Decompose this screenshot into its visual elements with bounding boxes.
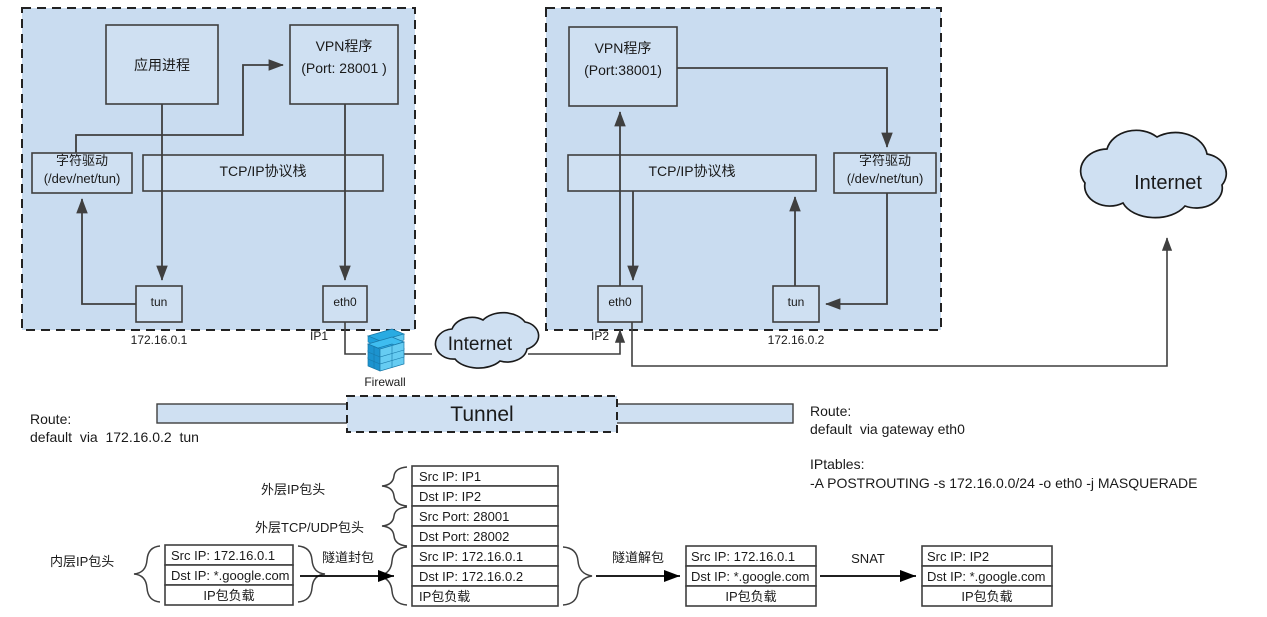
decap-arrow-label: 隧道解包 — [611, 550, 664, 565]
left-route-title: Route: — [30, 411, 72, 427]
brace-inner-ip-p1 — [133, 545, 161, 603]
packet3-row-2: IP包负载 — [725, 589, 777, 604]
right-vpn-label-2: (Port:38001) — [584, 62, 662, 78]
right-tcpip-label: TCP/IP协议栈 — [648, 163, 736, 179]
right-tun-box — [772, 285, 820, 323]
packet2-row-5: Dst IP: 172.16.0.2 — [419, 569, 524, 584]
packet-box-1 — [164, 544, 294, 606]
arrow-chardev-to-vpn — [75, 59, 284, 153]
packet4-row-1: Dst IP: *.google.com — [927, 569, 1046, 584]
packet3-row-0: Src IP: 172.16.0.1 — [691, 549, 796, 564]
left-route-rule: default via 172.16.0.2 tun — [30, 429, 199, 445]
packet2-row-0: Src IP: IP1 — [419, 469, 482, 484]
packet-box-4 — [921, 545, 1053, 607]
internet-cloud-middle — [434, 311, 540, 369]
wire-eth0-firewall — [344, 322, 366, 355]
right-eth0-label: eth0 — [608, 295, 632, 309]
right-tun-label: tun — [787, 295, 805, 309]
wire-internet-eth0b — [528, 329, 626, 355]
left-app-box — [105, 24, 219, 105]
left-vpn-label-2: (Port: 28001 ) — [301, 60, 387, 76]
tunnel-label: Tunnel — [450, 403, 514, 426]
iptables-rule: -A POSTROUTING -s 172.16.0.0/24 -o eth0 … — [810, 475, 1198, 491]
tunnel-bar-left — [156, 403, 351, 424]
packet3-row-1: Dst IP: *.google.com — [691, 569, 810, 584]
brace-outer-ip-p2 — [381, 466, 408, 507]
left-tcpip-box — [142, 154, 384, 192]
wire-eth0b-internet2 — [631, 237, 1173, 367]
firewall-label: Firewall — [364, 375, 406, 389]
tunnel-box — [346, 395, 618, 433]
right-route-title: Route: — [810, 403, 852, 419]
arrow-tun-to-chardev — [76, 198, 136, 305]
inner-ip-header-label: 内层IP包头 — [50, 554, 115, 569]
right-route-rule: default via gateway eth0 — [810, 421, 965, 437]
left-eth0-label: eth0 — [333, 295, 357, 309]
right-chardev-box — [833, 152, 937, 194]
right-eth0-box — [597, 285, 643, 323]
left-chardev-box — [31, 152, 133, 194]
right-chardev-label-2: (/dev/net/tun) — [846, 171, 924, 186]
iptables-title: IPtables: — [810, 456, 865, 472]
outer-tcp-udp-header-label: 外层TCP/UDP包头 — [255, 520, 365, 535]
left-tun-box — [135, 285, 183, 323]
outer-ip-header-label: 外层IP包头 — [261, 482, 326, 497]
packet-box-3 — [685, 545, 817, 607]
encap-arrow-label: 隧道封包 — [321, 550, 374, 565]
internet-middle-label: Internet — [447, 334, 513, 355]
left-vpn-box — [289, 24, 399, 105]
brace-right-p2 — [562, 546, 593, 606]
packet4-row-0: Src IP: IP2 — [927, 549, 990, 564]
internet-cloud-right — [1079, 129, 1228, 219]
packet2-row-1: Dst IP: IP2 — [419, 489, 482, 504]
left-chardev-label-2: (/dev/net/tun) — [43, 171, 121, 186]
packet4-row-2: IP包负载 — [961, 589, 1013, 604]
packet-box-2 — [411, 465, 559, 607]
tunnel-bar-right — [614, 403, 794, 424]
internet-right-label: Internet — [1134, 172, 1202, 194]
right-tcpip-box — [567, 154, 817, 192]
firewall-icon — [366, 328, 406, 372]
packet1-row-2: IP包负载 — [203, 588, 255, 603]
right-tun-ip-label: 172.16.0.2 — [767, 333, 825, 347]
left-chardev-label-1: 字符驱动 — [55, 153, 108, 168]
left-eth0-ip-label: IP1 — [309, 329, 328, 343]
brace-right-p1 — [297, 545, 326, 603]
right-chardev-label-1: 字符驱动 — [858, 153, 911, 168]
arrow-chardev-to-tun — [825, 193, 888, 310]
left-tun-ip-label: 172.16.0.1 — [130, 333, 188, 347]
packet1-row-0: Src IP: 172.16.0.1 — [171, 548, 276, 563]
left-tcpip-label: TCP/IP协议栈 — [219, 163, 307, 179]
right-vpn-label-1: VPN程序 — [594, 40, 652, 56]
packet2-row-3: Dst Port: 28002 — [419, 529, 510, 544]
right-vpn-box — [568, 26, 678, 107]
left-tun-label: tun — [150, 295, 168, 309]
packet2-row-6: IP包负载 — [419, 589, 471, 604]
left-app-label: 应用进程 — [134, 57, 190, 73]
brace-outer-tcp-p2 — [381, 506, 408, 547]
snat-arrow-label: SNAT — [851, 551, 885, 566]
packet2-row-4: Src IP: 172.16.0.1 — [419, 549, 524, 564]
left-vpn-label-1: VPN程序 — [315, 38, 373, 54]
packet1-row-1: Dst IP: *.google.com — [171, 568, 290, 583]
packet2-row-2: Src Port: 28001 — [419, 509, 510, 524]
right-eth0-ip-label: IP2 — [590, 329, 609, 343]
arrow-vpn-to-chardev — [677, 67, 893, 148]
